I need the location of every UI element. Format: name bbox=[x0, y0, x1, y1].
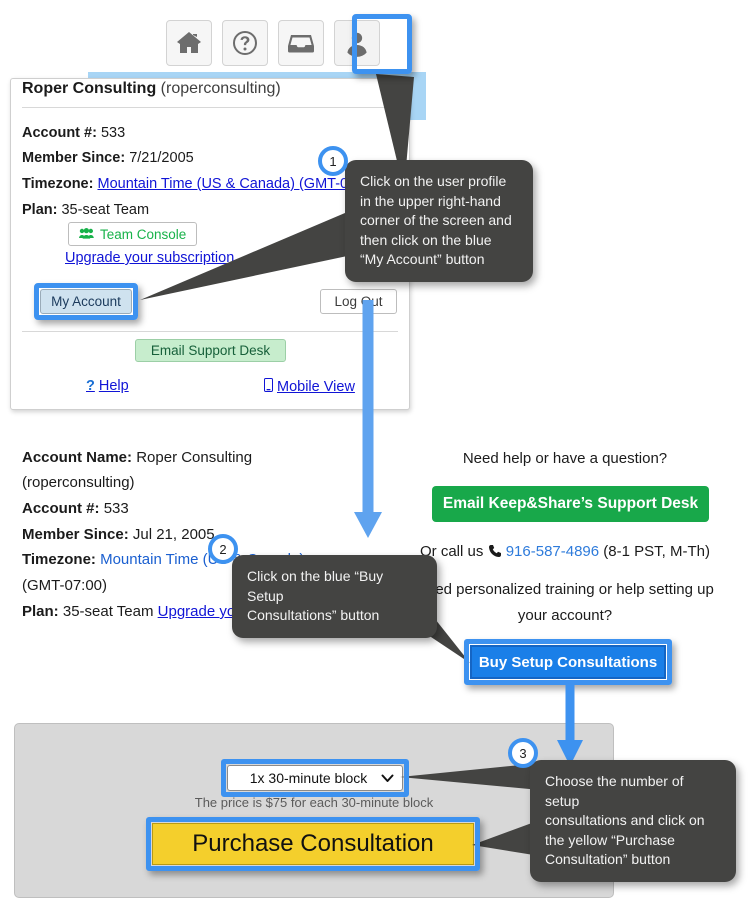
purchase-highlight bbox=[146, 817, 480, 871]
card-timezone-link[interactable]: Mountain Time (US & Canada) (GMT-07:00) bbox=[97, 176, 382, 192]
help-heading: Need help or have a question? bbox=[462, 450, 668, 467]
callout-1-line-3: corner of the screen and bbox=[360, 212, 512, 228]
help-link[interactable]: ? Help bbox=[86, 378, 129, 394]
callout-2-badge: 2 bbox=[208, 534, 238, 564]
detail-account-name-label: Account Name: bbox=[22, 449, 133, 466]
detail-account-num-row: Account #: 533 bbox=[22, 500, 129, 517]
card-divider-bottom bbox=[22, 331, 398, 332]
my-account-button[interactable]: My Account bbox=[40, 289, 132, 314]
callout-2: Click on the blue “Buy Setup Consultatio… bbox=[232, 555, 437, 638]
callout-1-badge: 1 bbox=[318, 146, 348, 176]
call-us-prefix: Or call us bbox=[420, 543, 484, 560]
upgrade-subscription-link[interactable]: Upgrade your subscription bbox=[65, 250, 235, 266]
card-plan-label: Plan: bbox=[22, 202, 58, 218]
detail-username: (roperconsulting) bbox=[22, 474, 135, 491]
question-mark-icon: ? bbox=[86, 378, 95, 394]
callout-2-line-2: Consultations” button bbox=[247, 607, 380, 623]
team-group-icon bbox=[79, 227, 94, 242]
card-member-value: 7/21/2005 bbox=[129, 150, 194, 166]
detail-timezone-label: Timezone: bbox=[22, 551, 96, 568]
phone-number-link[interactable]: 916-587-4896 bbox=[505, 543, 600, 560]
card-member-row: Member Since: 7/21/2005 bbox=[22, 150, 194, 166]
email-support-desk-button[interactable]: Email Support Desk bbox=[135, 339, 286, 362]
card-timezone-row: Timezone: Mountain Time (US & Canada) (G… bbox=[22, 176, 381, 192]
price-note: The price is $75 for each 30-minute bloc… bbox=[194, 795, 434, 810]
card-title-name: Roper Consulting bbox=[22, 80, 157, 97]
detail-member-value: Jul 21, 2005 bbox=[132, 526, 215, 543]
purchase-consultation-button[interactable]: Purchase Consultation bbox=[152, 823, 474, 865]
chevron-down-icon bbox=[381, 770, 394, 786]
top-toolbar bbox=[166, 20, 380, 66]
card-divider-top bbox=[22, 107, 398, 108]
card-title: Roper Consulting (roperconsulting) bbox=[22, 80, 281, 98]
help-icon[interactable] bbox=[222, 20, 268, 66]
detail-timezone-offset[interactable]: (GMT-07:00) bbox=[22, 577, 108, 594]
card-account-label: Account #: bbox=[22, 125, 97, 141]
phone-icon bbox=[488, 543, 506, 560]
email-keepshare-support-button[interactable]: Email Keep&Share’s Support Desk bbox=[432, 486, 709, 522]
inbox-icon[interactable] bbox=[278, 20, 324, 66]
log-out-button[interactable]: Log Out bbox=[320, 289, 397, 314]
consultation-quantity-select[interactable]: 1x 30-minute block bbox=[227, 765, 403, 791]
detail-account-name-row: Account Name: Roper Consulting bbox=[22, 449, 252, 466]
callout-2-line-1: Click on the blue “Buy Setup bbox=[247, 568, 384, 604]
callout-3-line-1: Choose the number of setup bbox=[545, 773, 684, 809]
card-title-username: (roperconsulting) bbox=[160, 80, 281, 97]
buy-setup-highlight bbox=[464, 639, 672, 685]
callout-3-line-3: the yellow “Purchase bbox=[545, 831, 675, 848]
card-account-value: 533 bbox=[100, 125, 126, 141]
mobile-view-link[interactable]: Mobile View bbox=[264, 378, 355, 396]
training-line-1: Need personalized training or help setti… bbox=[416, 581, 714, 598]
detail-member-row: Member Since: Jul 21, 2005 bbox=[22, 526, 215, 543]
my-account-highlight bbox=[34, 283, 138, 320]
card-account-row: Account #: 533 bbox=[22, 125, 125, 141]
mobile-phone-icon bbox=[264, 378, 273, 396]
mobile-view-label: Mobile View bbox=[277, 379, 355, 395]
consultation-quantity-value: 1x 30-minute block bbox=[249, 770, 368, 786]
detail-account-name-value: Roper Consulting bbox=[136, 449, 253, 466]
callout-1: Click on the user profile in the upper r… bbox=[345, 160, 533, 282]
callout-1-line-2: in the upper right-hand bbox=[360, 192, 501, 209]
detail-plan-value: 35-seat Team bbox=[62, 603, 154, 620]
callout-3: Choose the number of setup consultations… bbox=[530, 760, 736, 882]
detail-member-label: Member Since: bbox=[22, 526, 129, 543]
callout-3-line-2: consultations and click on bbox=[545, 812, 705, 828]
detail-plan-label: Plan: bbox=[22, 603, 59, 620]
card-plan-value: 35-seat Team bbox=[61, 202, 150, 218]
support-hours: (8-1 PST, M-Th) bbox=[603, 543, 710, 560]
card-timezone-label: Timezone: bbox=[22, 176, 94, 192]
select-highlight bbox=[221, 759, 409, 797]
detail-account-num-value: 533 bbox=[103, 500, 129, 517]
callout-1-line-1: Click on the user profile bbox=[360, 173, 507, 189]
card-member-label: Member Since: bbox=[22, 150, 126, 166]
help-link-label: Help bbox=[98, 378, 129, 394]
callout-3-badge: 3 bbox=[508, 738, 538, 768]
training-line-2: your account? bbox=[517, 607, 613, 624]
team-console-button[interactable]: Team Console bbox=[68, 222, 198, 246]
callout-1-line-4: then click on the blue bbox=[360, 231, 492, 248]
call-us-row: Or call us 916-587-4896 (8-1 PST, M-Th) bbox=[285, 543, 753, 560]
card-side-band bbox=[410, 72, 426, 120]
user-profile-highlight bbox=[352, 14, 412, 74]
detail-account-num-label: Account #: bbox=[22, 500, 100, 517]
card-plan-row: Plan: 35-seat Team bbox=[22, 202, 149, 218]
buy-setup-consultations-button[interactable]: Buy Setup Consultations bbox=[470, 645, 666, 679]
home-icon[interactable] bbox=[166, 20, 212, 66]
callout-1-line-5: “My Account” button bbox=[360, 251, 485, 267]
callout-3-line-4: Consultation” button bbox=[545, 851, 671, 867]
team-console-label: Team Console bbox=[100, 226, 187, 242]
